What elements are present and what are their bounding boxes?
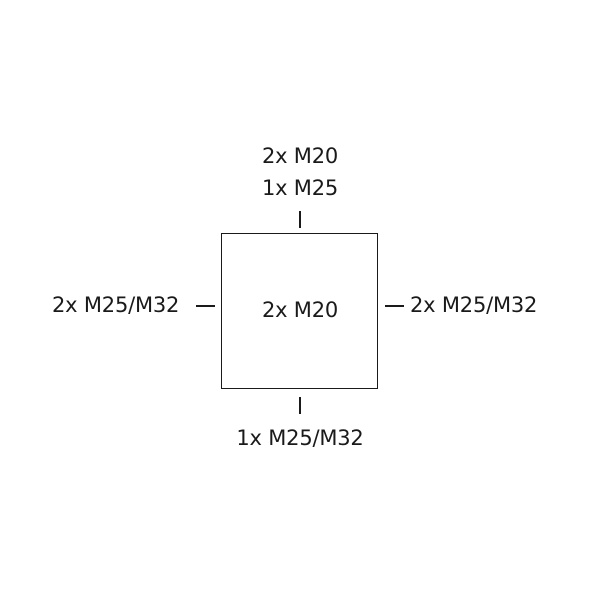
bottom-entry-label: 1x M25/M32 xyxy=(236,426,364,450)
right-entry-tick xyxy=(385,305,404,307)
top-entry-label-2: 1x M25 xyxy=(261,176,339,200)
enclosure-box xyxy=(221,233,378,389)
bottom-entry-tick xyxy=(299,397,301,414)
left-entry-tick xyxy=(196,305,215,307)
center-entry-label: 2x M20 xyxy=(261,298,339,322)
left-entry-label: 2x M25/M32 xyxy=(52,293,180,317)
right-entry-label: 2x M25/M32 xyxy=(410,293,538,317)
top-entry-label-1: 2x M20 xyxy=(261,144,339,168)
top-entry-tick xyxy=(299,211,301,228)
